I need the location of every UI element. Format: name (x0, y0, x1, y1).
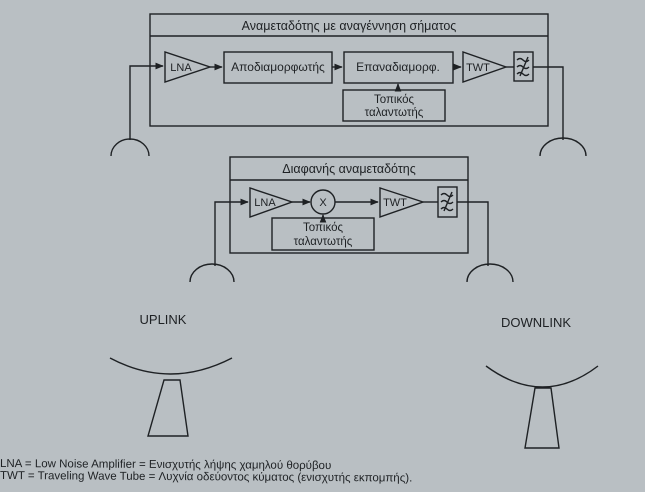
regen-downlink-antenna-icon (539, 137, 587, 157)
uplink-tower-icon (147, 379, 189, 437)
transparent-lna-amplifier (249, 187, 295, 218)
transparent-lna-label: LNA (254, 197, 276, 209)
downlink-label: DOWNLINK (501, 315, 571, 330)
uplink-station: UPLINK (109, 312, 233, 437)
regen-uplink-antenna-icon (110, 138, 150, 157)
transparent-title: Διαφανής αναμεταδότης (282, 162, 416, 176)
regen-input-wire (129, 62, 164, 140)
regen-local-oscillator-box (342, 89, 446, 122)
regen-outer-box (149, 13, 549, 127)
transparent-transponder: Διαφανής αναμεταδότης LNA X Τοπικός ταλα… (189, 156, 514, 283)
downlink-dish-icon (485, 365, 599, 388)
transparent-outer-box (229, 156, 469, 254)
transparent-output-wire (457, 201, 489, 266)
regen-lna-amplifier (164, 51, 213, 83)
regen-local-oscillator-label-2: ταλαντωτής (365, 107, 424, 119)
transparent-twt-amplifier (379, 187, 426, 218)
transparent-filter-icon (437, 186, 458, 218)
uplink-dish-icon (109, 357, 233, 375)
regen-local-oscillator-label-1: Τοπικός (374, 94, 414, 106)
transparent-local-oscillator-label-1: Τοπικός (303, 222, 343, 234)
downlink-tower-icon (524, 387, 560, 449)
downlink-station: DOWNLINK (485, 315, 599, 449)
regen-demodulator-label: Αποδιαμορφωτής (231, 60, 325, 74)
regen-output-wire (533, 66, 564, 140)
regen-transponder: Αναμεταδότης με αναγέννηση σήματος LNA Α… (110, 13, 587, 157)
transparent-mixer-label: X (319, 197, 327, 209)
regen-twt-amplifier (462, 51, 509, 83)
regen-lna-label: LNA (170, 62, 192, 74)
transparent-downlink-antenna-icon (466, 263, 514, 283)
transparent-twt-label: TWT (383, 197, 407, 209)
regen-title: Αναμεταδότης με αναγέννηση σήματος (242, 19, 457, 33)
transparent-input-wire (214, 198, 249, 266)
regen-filter-icon (513, 51, 534, 82)
transparent-local-oscillator-label-2: ταλαντωτής (294, 236, 353, 248)
legend-twt: TWT = Traveling Wave Tube = Λυχνία οδεύο… (0, 470, 413, 485)
uplink-label: UPLINK (140, 312, 187, 327)
regen-twt-label: TWT (466, 62, 490, 74)
transparent-uplink-antenna-icon (189, 263, 235, 283)
regen-remodulator-label: Επαναδιαμορφ. (356, 60, 440, 74)
